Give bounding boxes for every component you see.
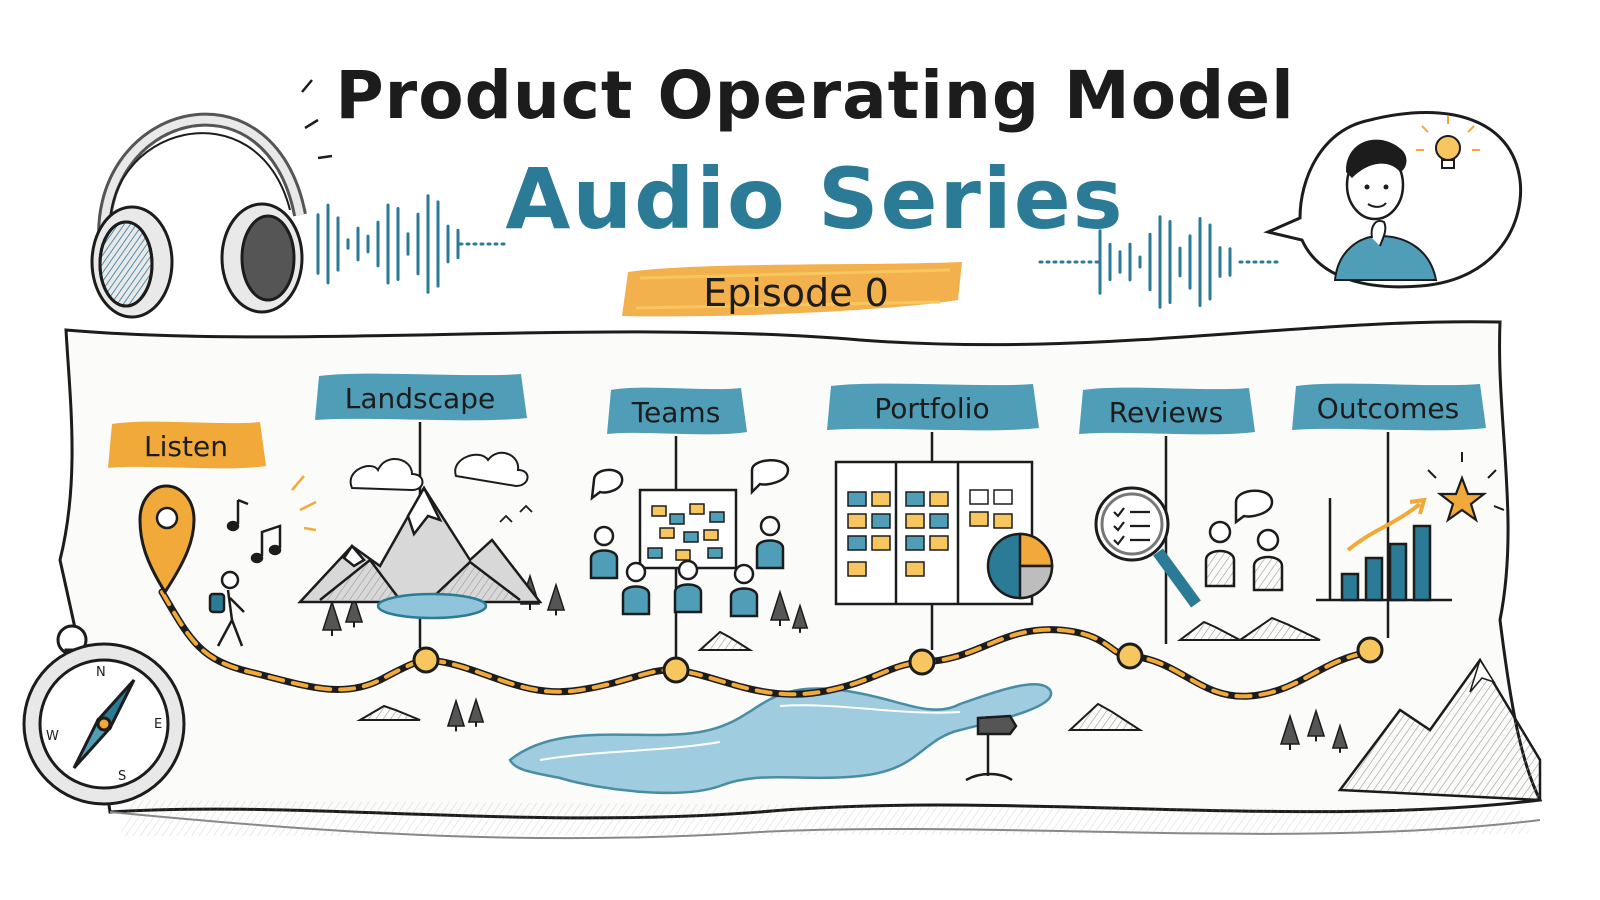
stage-portfolio: Portfolio: [827, 383, 1039, 676]
signpost-icon: [965, 714, 1018, 782]
stage-marker: [1356, 636, 1384, 664]
location-pin-icon: [138, 484, 196, 595]
compass-north: N: [96, 665, 106, 680]
discussion-icon: [1204, 489, 1284, 592]
listener-avatar-icon: [1263, 111, 1523, 289]
terrain-decoration: [321, 504, 1542, 802]
cloud-icon: [349, 451, 529, 492]
stage-marker: [1116, 642, 1144, 670]
compass-west: W: [46, 729, 59, 744]
stage-teams: Teams: [607, 387, 747, 684]
stage-landscape: Landscape: [315, 373, 527, 674]
stage-listen: Listen: [108, 421, 266, 469]
sound-wave-left-icon: [316, 194, 507, 294]
stage-label: Listen: [144, 430, 228, 463]
stage-reviews: Reviews: [1079, 387, 1255, 670]
stage-label: Outcomes: [1317, 392, 1459, 425]
episode-banner: Episode 0: [622, 262, 962, 317]
growth-chart-icon: [1316, 497, 1452, 602]
map-scroll: [58, 320, 1543, 840]
compass-icon: N E S W: [22, 624, 186, 806]
pie-chart-icon: [986, 532, 1054, 600]
lightbulb-icon: [1416, 116, 1480, 169]
compass-south: S: [118, 769, 126, 784]
magnifier-checklist-icon: [1094, 486, 1201, 608]
mountain-icon: [297, 485, 543, 620]
stage-label: Portfolio: [874, 392, 989, 425]
stage-outcomes: Outcomes: [1292, 383, 1486, 664]
music-notes-icon: [226, 475, 317, 564]
hiker-icon: [208, 570, 245, 647]
stage-marker: [908, 648, 936, 676]
sound-wave-right-icon: [1038, 215, 1282, 309]
stage-label: Landscape: [345, 382, 495, 415]
stage-label: Teams: [631, 396, 721, 429]
title-line-1: Product Operating Model: [335, 57, 1294, 134]
headphones-icon: [90, 79, 333, 319]
star-icon: [1427, 452, 1505, 523]
stage-label: Reviews: [1109, 396, 1224, 429]
stage-marker: [412, 646, 440, 674]
title-line-2: Audio Series: [505, 150, 1124, 248]
team-board-icon: [589, 459, 790, 618]
compass-east: E: [154, 717, 162, 732]
stage-marker: [662, 656, 690, 684]
episode-label: Episode 0: [703, 271, 889, 315]
